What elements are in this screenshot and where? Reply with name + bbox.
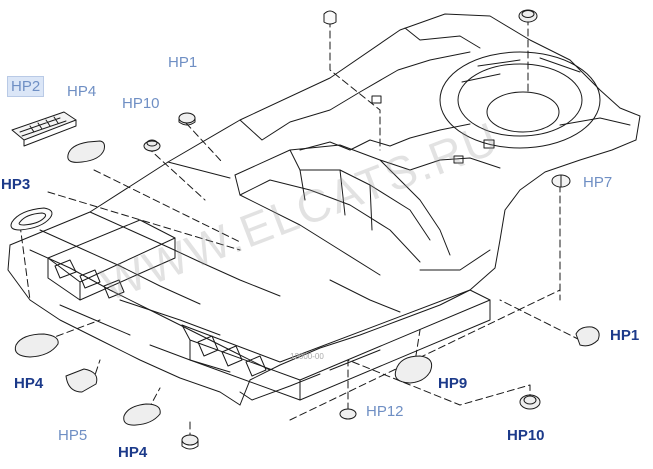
label-hp4-bottom: HP4 [118,444,148,461]
label-hp1-right: HP1 [610,327,640,344]
hp10-top-part [143,139,161,152]
hp4-left-part [14,333,59,358]
hp4-top-part [67,140,105,163]
hp10-bottom-part [519,394,541,410]
label-hp12: HP12 [366,403,404,420]
rear-floor-pan [167,13,641,241]
hp3-part [10,207,53,231]
label-hp4-top: HP4 [67,83,97,100]
label-hp9: HP9 [438,375,468,392]
bottom-plug-part [181,434,199,450]
right-rail [181,289,491,401]
top-clips [323,9,538,25]
left-rail [47,219,176,301]
label-hp7: HP7 [583,174,613,191]
label-hp2: HP2 [7,76,45,97]
label-hp4-left: HP4 [14,375,44,392]
label-hp3: HP3 [1,176,31,193]
label-hp10-top: HP10 [122,95,160,112]
reference-code: 12000-00 [290,352,324,361]
hp7-part [551,174,571,188]
hp4-bottom-part [123,403,161,426]
hp1-right-part [575,326,600,347]
label-hp10-bottom: HP10 [507,427,545,444]
label-hp1-top: HP1 [168,54,198,71]
hp2-part [11,111,77,147]
hp5-part [65,368,98,393]
center-tunnel [234,144,451,276]
label-hp5: HP5 [58,427,88,444]
hp12-part [339,408,357,420]
hp9-part [394,355,433,384]
hp1-top-part [178,112,196,126]
